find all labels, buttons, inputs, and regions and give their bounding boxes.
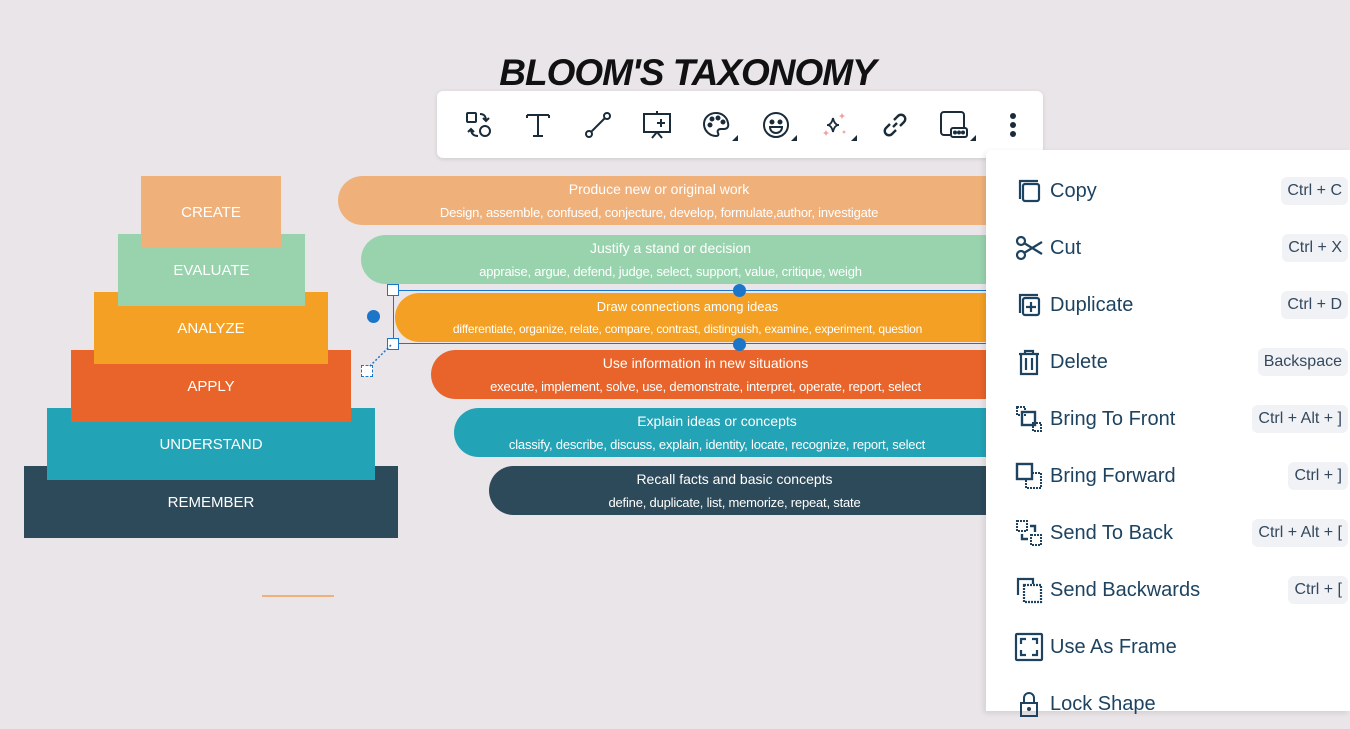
rotate-handle[interactable] — [361, 365, 373, 377]
decorative-line — [262, 595, 334, 597]
text-icon — [526, 113, 551, 137]
add-to-presentation-button[interactable] — [627, 103, 686, 147]
slide-title: BLOOM'S TAXONOMY — [499, 52, 877, 93]
menu-item-cut[interactable]: Cut Ctrl + X — [986, 223, 1350, 273]
menu-label: Delete — [1050, 350, 1108, 373]
sparkle-icon — [823, 112, 847, 136]
menu-item-send-to-back[interactable]: Send To Back Ctrl + Alt + [ — [986, 508, 1350, 558]
menu-item-copy[interactable]: Copy Ctrl + C — [986, 166, 1350, 216]
shortcut: Ctrl + X — [1282, 234, 1348, 262]
menu-label: Duplicate — [1050, 293, 1134, 316]
swap-shape-icon — [465, 111, 491, 137]
frame-icon — [1014, 632, 1044, 662]
shortcut: Ctrl + C — [1281, 177, 1348, 205]
menu-label: Use As Frame — [1050, 635, 1177, 658]
emoji-icon — [762, 111, 789, 138]
banner-heading: Recall facts and basic concepts — [636, 470, 833, 487]
duplicate-icon — [1018, 293, 1041, 317]
menu-label: Copy — [1050, 179, 1097, 202]
banner-heading: Explain ideas or concepts — [637, 412, 797, 429]
selection-box[interactable] — [393, 290, 1013, 344]
menu-label: Cut — [1050, 236, 1082, 259]
link-button[interactable] — [865, 103, 924, 147]
more-vertical-icon — [1010, 112, 1017, 137]
banner-heading: Produce new or original work — [568, 180, 750, 197]
pyramid-label: REMEMBER — [167, 493, 255, 511]
banner-verbs: classify, describe, discuss, explain, id… — [508, 436, 926, 452]
more-options-button[interactable] — [984, 103, 1043, 147]
menu-item-delete[interactable]: Delete Backspace — [986, 337, 1350, 387]
banner-heading: Draw connections among ideas — [596, 298, 779, 314]
emoji-button[interactable] — [746, 103, 805, 147]
copy-icon — [1018, 179, 1041, 203]
shortcut: Ctrl + D — [1281, 291, 1348, 319]
connection-point[interactable] — [733, 338, 746, 351]
menu-item-use-as-frame[interactable]: Use As Frame — [986, 622, 1350, 672]
connector-button[interactable] — [568, 103, 627, 147]
banner-heading: Justify a stand or decision — [589, 239, 752, 256]
shortcut: Backspace — [1257, 348, 1348, 376]
menu-item-bring-to-front[interactable]: Bring To Front Ctrl + Alt + ] — [986, 394, 1350, 444]
shortcut: Ctrl + [ — [1288, 576, 1348, 604]
menu-item-send-backwards[interactable]: Send Backwards Ctrl + [ — [986, 565, 1350, 615]
banner-verbs: appraise, argue, defend, judge, select, … — [479, 263, 862, 279]
palette-icon — [703, 111, 730, 137]
resize-handle[interactable] — [387, 284, 399, 296]
connection-point[interactable] — [733, 284, 746, 297]
shortcut: Ctrl + Alt + [ — [1252, 519, 1348, 547]
connector-icon — [584, 111, 611, 138]
menu-label: Lock Shape — [1050, 692, 1156, 715]
bring-to-front-icon — [1016, 406, 1042, 432]
send-backwards-icon — [1016, 577, 1043, 604]
ai-magic-button[interactable] — [805, 103, 864, 147]
pyramid-label: EVALUATE — [173, 261, 250, 279]
trash-icon — [1019, 349, 1039, 376]
scissors-icon — [1015, 235, 1043, 261]
rotate-connector — [368, 344, 392, 368]
menu-item-lock-shape[interactable]: Lock Shape — [986, 679, 1350, 729]
menu-item-bring-forward[interactable]: Bring Forward Ctrl + ] — [986, 451, 1350, 501]
more-shape-options-button[interactable] — [924, 103, 983, 147]
banner-verbs: execute, implement, solve, use, demonstr… — [490, 378, 921, 394]
lock-icon — [1020, 692, 1038, 717]
banner-heading: Use information in new situations — [602, 354, 809, 371]
banner-verbs: differentiate, organize, relate, compare… — [452, 321, 923, 336]
pyramid-label: UNDERSTAND — [159, 435, 263, 453]
text-button[interactable] — [508, 103, 567, 147]
resize-handle[interactable] — [387, 338, 399, 350]
presentation-add-icon — [642, 110, 671, 139]
more-shape-icon — [939, 110, 968, 138]
shortcut: Ctrl + Alt + ] — [1252, 405, 1348, 433]
swap-shape-button[interactable] — [449, 103, 508, 147]
menu-item-duplicate[interactable]: Duplicate Ctrl + D — [986, 280, 1350, 330]
pyramid-create[interactable]: CREATE — [141, 176, 281, 248]
link-icon — [883, 113, 906, 136]
color-button[interactable] — [687, 103, 746, 147]
menu-label: Send To Back — [1050, 521, 1174, 544]
menu-label: Bring To Front — [1050, 407, 1176, 430]
pyramid-label: ANALYZE — [177, 319, 245, 337]
pyramid-label: APPLY — [187, 377, 235, 395]
send-to-back-icon — [1016, 520, 1042, 546]
bring-forward-icon — [1015, 462, 1042, 489]
banner-verbs: define, duplicate, list, memorize, repea… — [608, 494, 861, 510]
menu-label: Send Backwards — [1050, 578, 1201, 601]
pyramid-label: CREATE — [181, 203, 241, 221]
banner-verbs: Design, assemble, confused, conjecture, … — [439, 204, 879, 220]
shape-toolbar — [437, 91, 1043, 158]
connection-point[interactable] — [367, 310, 380, 323]
menu-label: Bring Forward — [1050, 464, 1176, 487]
shortcut: Ctrl + ] — [1288, 462, 1348, 490]
